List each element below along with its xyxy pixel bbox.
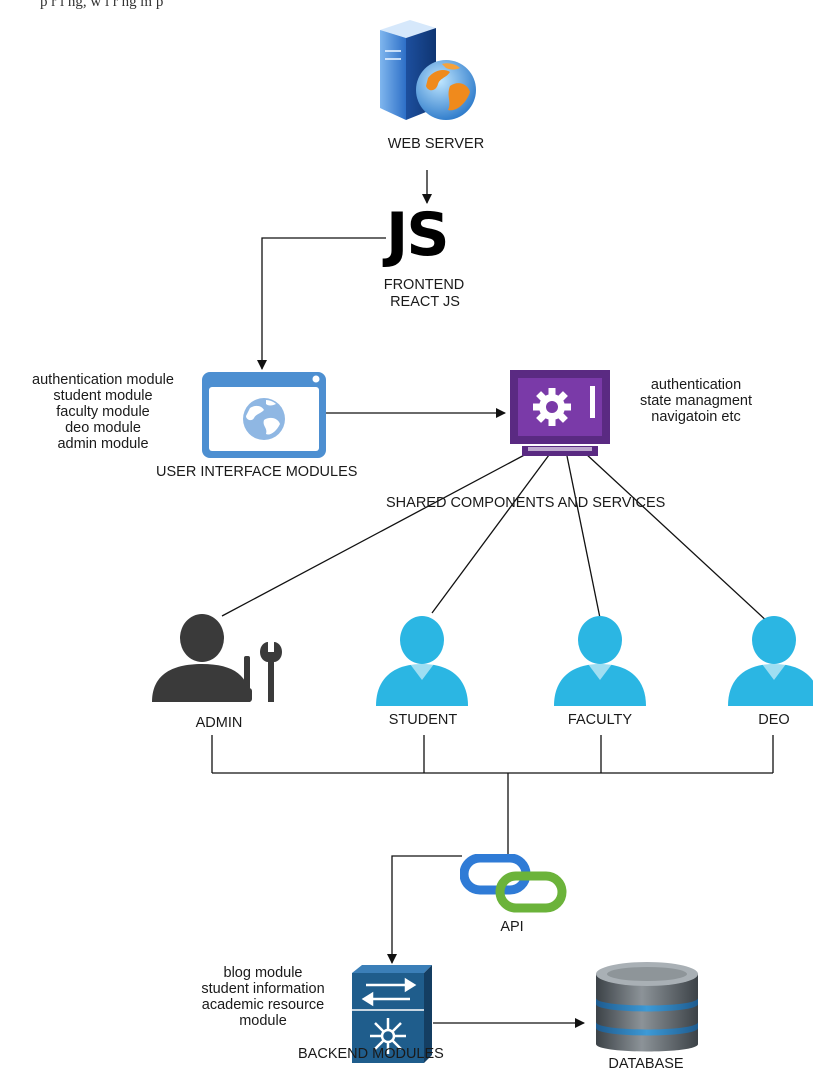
web-server-label: WEB SERVER [387, 136, 485, 152]
vault-gear-icon [510, 370, 610, 456]
frontend-sublabel: REACT JS [390, 294, 460, 310]
backend-note: module [239, 1013, 287, 1029]
frontend-label: FRONTEND [383, 277, 465, 293]
shared-notes: authentication state managment navigatoi… [622, 377, 770, 425]
shared-note: navigatoin etc [651, 409, 741, 425]
edge-shared-faculty [566, 455, 601, 619]
caption-fragment: p r l ng, w l r ng m p [40, 0, 164, 10]
deo-label: DEO [758, 712, 790, 728]
edge-shared-deo [584, 452, 771, 625]
ui-note: student module [53, 388, 153, 404]
user-icon [554, 616, 646, 706]
faculty-label: FACULTY [567, 712, 633, 728]
admin-label: ADMIN [195, 715, 243, 731]
api-label: API [500, 919, 524, 935]
backend-label: BACKEND MODULES [298, 1046, 444, 1062]
edge-api-backend [387, 855, 462, 964]
js-logo-icon: JS [386, 200, 450, 270]
backend-note: student information [201, 981, 325, 997]
ui-modules-notes: authentication module student module fac… [10, 372, 196, 452]
edge-shared-student [431, 454, 550, 614]
backend-note: blog module [223, 965, 303, 981]
shared-note: authentication [650, 377, 742, 393]
admin-user-tools-icon [152, 614, 282, 702]
ui-note: deo module [65, 420, 141, 436]
edge-frontend-ui [257, 237, 386, 370]
browser-window-icon [202, 372, 326, 458]
shared-label: SHARED COMPONENTS AND SERVICES [386, 495, 666, 511]
ui-note: faculty module [56, 404, 150, 420]
user-icon [728, 616, 813, 706]
database-cylinder-icon [596, 962, 698, 1052]
network-switch-icon [352, 965, 432, 1063]
edge-shared-admin [221, 451, 531, 617]
database-label: DATABASE [608, 1056, 684, 1070]
student-label: STUDENT [388, 712, 458, 728]
ui-modules-label: USER INTERFACE MODULES [156, 464, 358, 480]
chain-link-icon [460, 854, 567, 913]
shared-note: state managment [639, 393, 753, 409]
backend-note: academic resource [201, 997, 325, 1013]
ui-note: authentication module [32, 372, 174, 388]
user-icon [376, 616, 468, 706]
backend-notes: blog module student information academic… [181, 965, 345, 1029]
server-globe-icon [380, 20, 476, 120]
ui-note: admin module [57, 436, 149, 452]
